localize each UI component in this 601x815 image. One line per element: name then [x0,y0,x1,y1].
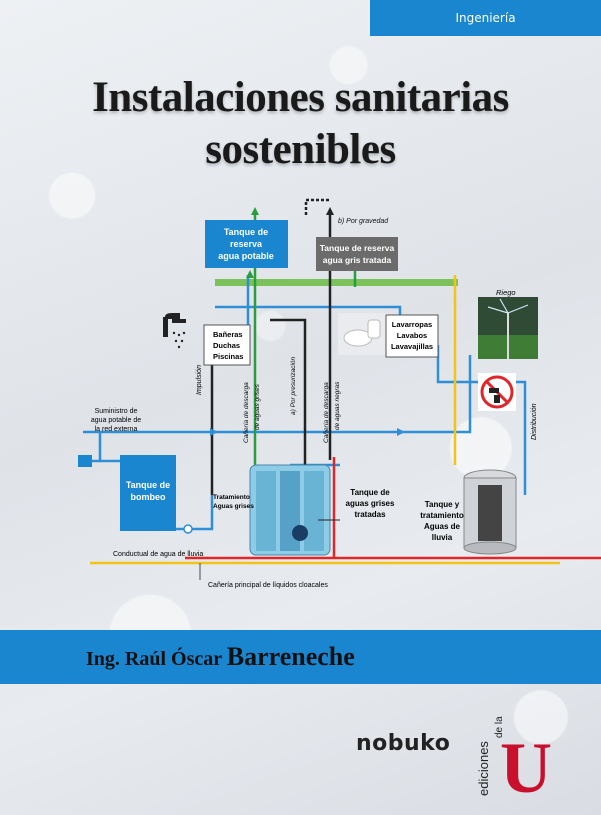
supply-label-3: la red externa [95,426,138,433]
logo-de-la-text: de la [494,716,505,738]
logo-editions-text: ediciones [476,741,491,796]
author-prefix: Ing. Raúl Óscar [86,648,227,670]
category-tag: Ingeniería [370,0,601,36]
treated-tank-label-1: Tanque de [350,488,390,497]
pump-tank [120,455,176,531]
rain-tank-label-3: Aguas de [424,522,461,531]
fixture-left-1: Bañeras [213,330,243,339]
main-sewer-label: Cañería principal de líquidos cloacales [208,582,328,589]
arrows-up [246,207,259,278]
fixtures-right-box [385,314,439,358]
potable-tank-label-2: reserva [230,239,263,249]
title-line-1: Instalaciones sanitarias [92,74,509,121]
rain-tank-label-2: tratamiento [420,511,464,520]
distribution-label: Distribución [531,403,538,440]
fixture-right-2: Lavabos [397,331,427,340]
ediciones-de-la-u-logo: ediciones de la U [476,716,552,800]
irrigation-label: Riego [496,288,516,297]
potable-tank-label-3: agua potable [218,251,274,261]
logo-u-letter: U [500,728,552,800]
supply-label-1: Suministro de [95,408,138,415]
by-gravity-label: b) Por gravedad [338,218,389,225]
fixture-left-2: Duchas [213,341,240,350]
green-header-pipe [215,279,458,286]
gray-treatment-unit [249,464,331,556]
fixture-right-3: Lavavajillas [391,342,433,351]
gray-water-tank [316,237,398,271]
rain-tank [463,469,517,555]
potable-tank-label-1: Tanque de [224,227,268,237]
rain-tank-label-1: Tanque y [425,500,460,509]
no-drinking-icon [478,373,516,411]
title-line-2: sostenibles [205,126,396,173]
shower-icon [163,313,186,349]
gray-discharge-label-1: Cañería de descarga [243,382,250,443]
gray-treatment-label-2: Aguas grises [213,503,254,510]
pump-tank-label-2: bombeo [131,492,167,502]
fixtures-left-box [203,324,251,366]
black-discharge-label-1: Cañería de descarga [323,382,330,443]
book-title: Instalaciones sanitarias sostenibles [0,72,601,176]
publisher-name: nobuko [356,731,451,756]
rain-conduit-label: Conductual de agua de lluvia [113,551,203,558]
black-discharge-label-2: de aguas negras [334,381,341,430]
sanitary-installation-diagram: Tanque de reserva agua potable Tanque de… [78,198,601,589]
author-last-name: Barreneche [226,642,355,671]
treated-tank-label-3: tratadas [354,510,386,519]
author-name: Ing. Raúl Óscar Barreneche [86,642,355,672]
fixture-left-3: Piscinas [213,352,243,361]
rain-pipe [90,275,560,565]
treated-tank-label-2: aguas grises [346,499,395,508]
rain-tank-label-4: lluvia [432,533,453,542]
sewer-pipe [185,457,601,560]
author-band: Ing. Raúl Óscar Barreneche [0,630,601,684]
supply-valve [78,455,92,467]
pump-icon [183,524,193,534]
gray-discharge-label-2: de aguas grises [254,383,261,430]
potable-tank [205,220,288,268]
gray-tank-label-2: agua gris tratada [323,255,392,265]
fixture-right-1: Lavarropas [392,320,432,329]
pump-tank-label-1: Tanque de [126,480,170,490]
gray-treatment-label-1: Tratamiento [213,494,250,501]
pressurization-label: a) Por presurización [290,356,297,415]
supply-label-2: agua potable de [91,417,141,424]
impulsion-label: Impulsión [196,365,203,395]
gray-tank-label-1: Tanque de reserva [320,243,395,253]
